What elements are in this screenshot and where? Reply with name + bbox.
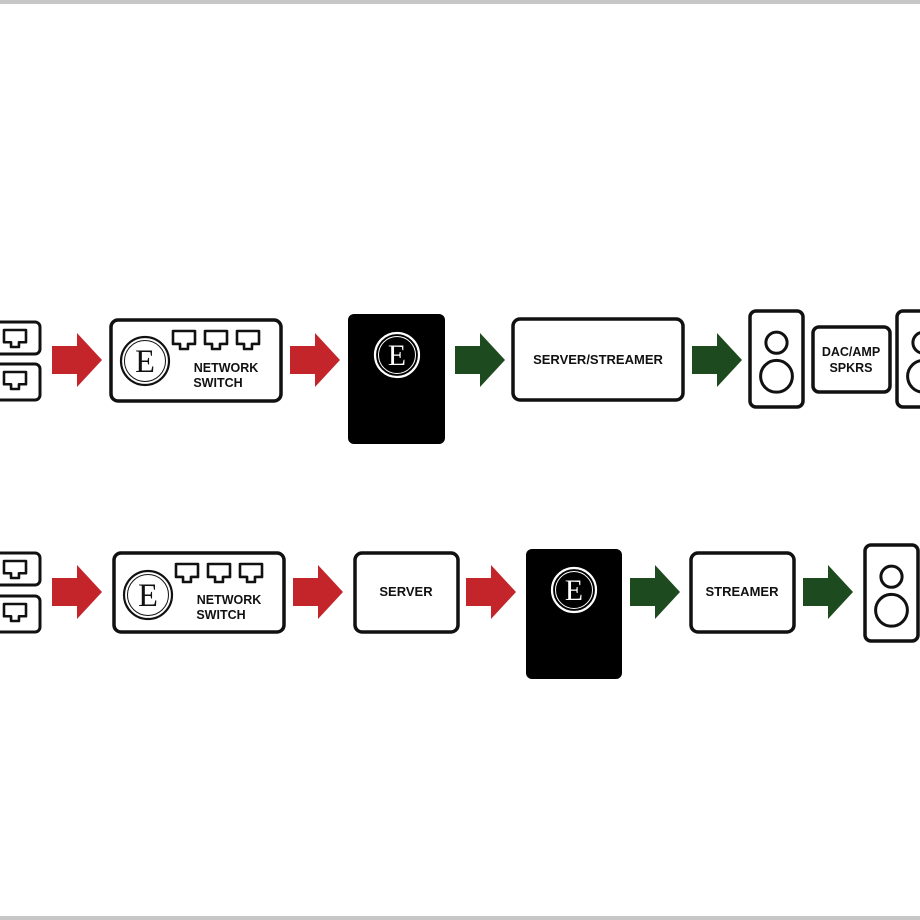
logo-circle [122,569,174,621]
logo-e-icon: E [119,335,171,387]
ethernet-port-icon [174,562,200,584]
speaker-woofer [906,359,920,394]
dac-amp-box [811,325,892,394]
ethernet-port-icon [203,329,229,351]
top-frame-line [0,0,920,4]
server-streamer-body [511,317,685,402]
etherregen-device: E [348,314,445,444]
logo-inner-circle [127,574,169,616]
router-port-frame [0,551,42,587]
network-switch-label: SWITCH [193,376,242,390]
speaker-icon [748,309,805,409]
router-port-frame [0,594,42,634]
ethernet-port-icon [171,329,197,351]
arrow-green [630,565,680,619]
logo-e-icon: E [373,331,421,379]
logo-e-icon: E [122,569,174,621]
arrow-green [455,333,505,387]
dac-amp-speakers: DAC/AMP SPKRS [748,309,920,409]
arrow-red [52,333,102,387]
arrow-green [803,565,853,619]
logo-inner-circle [124,340,166,382]
streamer-box: STREAMER [689,551,796,634]
server-box: SERVER [353,551,460,634]
logo-inner-circle [555,571,593,609]
logo-circle [550,566,598,614]
network-switch-label: SWITCH [196,608,245,622]
arrow-red [52,565,102,619]
logo-letter: E [565,575,583,607]
ethernet-port-icon [206,562,232,584]
logo-letter: E [138,578,158,614]
network-switch-label: NETWORK [197,593,262,607]
logo-letter: E [388,340,406,372]
arrow-red [290,333,340,387]
speaker-woofer [874,592,909,628]
etherregen-body [348,314,445,444]
dac-amp-label: SPKRS [829,361,872,375]
logo-e-icon: E [550,566,598,614]
router-ports [0,551,42,634]
ethernet-port-icon [2,370,28,391]
router-ports [0,320,42,402]
streamer-label: STREAMER [706,584,780,599]
speaker-tweeter [879,564,904,589]
streamer-body [689,551,796,634]
arrow-red [293,565,343,619]
network-switch-label: NETWORK [194,361,259,375]
ethernet-port-icon [2,328,28,349]
bottom-frame-line [0,916,920,920]
logo-circle [119,335,171,387]
ethernet-port-icon [238,562,264,584]
server-label: SERVER [379,584,433,599]
arrow-green [692,333,742,387]
logo-letter: E [135,344,155,380]
speaker-icon [863,543,920,643]
ethernet-port-icon [2,559,28,580]
server-streamer-box: SERVER/STREAMER [511,317,685,402]
etherregen-body [526,549,622,679]
ethernet-port-icon [2,602,28,623]
server-streamer-label: SERVER/STREAMER [533,352,663,367]
speaker-tweeter [764,330,789,355]
speaker [863,543,920,643]
logo-circle [373,331,421,379]
logo-inner-circle [378,336,416,374]
etherregen-device: E [526,549,622,679]
arrow-red [466,565,516,619]
server-body [353,551,460,634]
dac-amp-label: DAC/AMP [822,345,880,359]
speaker-tweeter [911,331,920,355]
router-port-frame [0,320,42,356]
router-port-frame [0,362,42,402]
speaker-cabinet [895,309,920,409]
ethernet-port-icon [235,329,261,351]
speaker-woofer [759,358,794,394]
speaker-icon [895,309,920,409]
